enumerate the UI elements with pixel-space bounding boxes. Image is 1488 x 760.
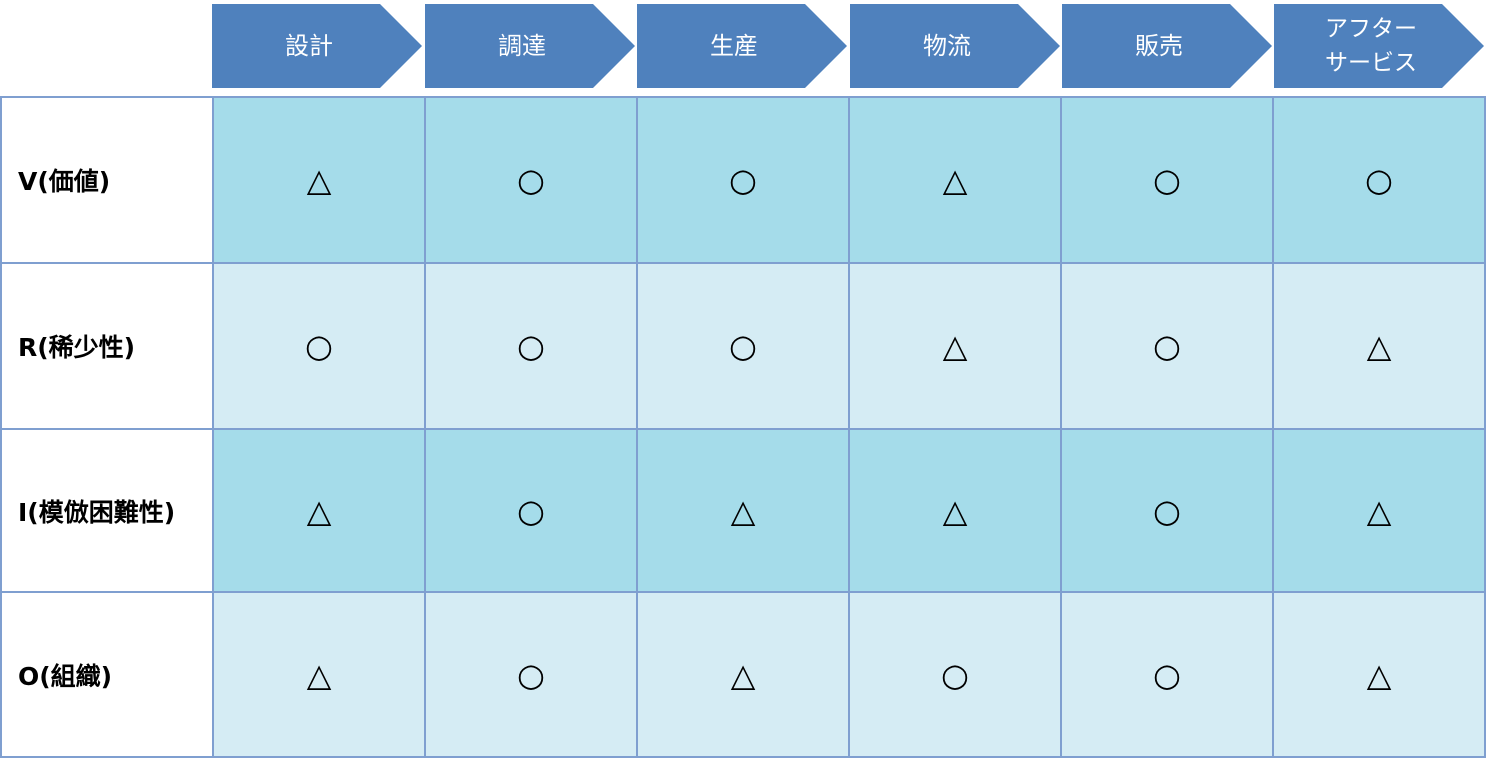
row-label: R(稀少性) (0, 262, 214, 430)
rating-cell: ○ (1060, 96, 1274, 264)
rating-cell: ○ (1060, 591, 1274, 758)
rating-cell: ○ (424, 428, 638, 593)
rating-cell: △ (212, 428, 426, 593)
rating-cell: △ (848, 428, 1062, 593)
table-row: V(価値)△○○△○○ (0, 96, 1486, 264)
stage-label: 生産 (710, 32, 758, 60)
rating-cell: △ (636, 591, 850, 758)
stage-label: 販売 (1135, 32, 1183, 60)
rating-cell: △ (212, 96, 426, 264)
stage-arrow-design: 設計 (212, 4, 422, 88)
rating-cell: △ (848, 96, 1062, 264)
stage-arrow-after-service: アフター サービス (1274, 4, 1484, 88)
rating-cell: ○ (848, 591, 1062, 758)
rating-cell: ○ (1060, 428, 1274, 593)
row-label: V(価値) (0, 96, 214, 264)
table-row: I(模倣困難性)△○△△○△ (0, 428, 1486, 593)
stage-arrow-production: 生産 (637, 4, 847, 88)
stage-label: アフター サービス (1325, 16, 1417, 76)
stage-arrow-procurement: 調達 (425, 4, 635, 88)
rating-cell: ○ (424, 262, 638, 430)
stage-arrow-sales: 販売 (1062, 4, 1272, 88)
rating-cell: ○ (1272, 96, 1486, 264)
vrio-table: V(価値)△○○△○○R(稀少性)○○○△○△I(模倣困難性)△○△△○△O(組… (0, 96, 1486, 758)
stage-label: 設計 (285, 32, 333, 60)
rating-cell: △ (1272, 428, 1486, 593)
row-label: O(組織) (0, 591, 214, 758)
table-row: R(稀少性)○○○△○△ (0, 262, 1486, 430)
stage-label: 調達 (498, 32, 546, 60)
rating-cell: ○ (424, 591, 638, 758)
rating-cell: △ (1272, 262, 1486, 430)
rating-cell: ○ (636, 96, 850, 264)
rating-cell: ○ (636, 262, 850, 430)
stage-arrow-logistics: 物流 (850, 4, 1060, 88)
table-row: O(組織)△○△○○△ (0, 591, 1486, 758)
rating-cell: ○ (1060, 262, 1274, 430)
rating-cell: △ (212, 591, 426, 758)
stage-label: 物流 (923, 32, 971, 60)
rating-cell: ○ (212, 262, 426, 430)
rating-cell: △ (1272, 591, 1486, 758)
row-label: I(模倣困難性) (0, 428, 214, 593)
rating-cell: △ (636, 428, 850, 593)
rating-cell: ○ (424, 96, 638, 264)
rating-cell: △ (848, 262, 1062, 430)
